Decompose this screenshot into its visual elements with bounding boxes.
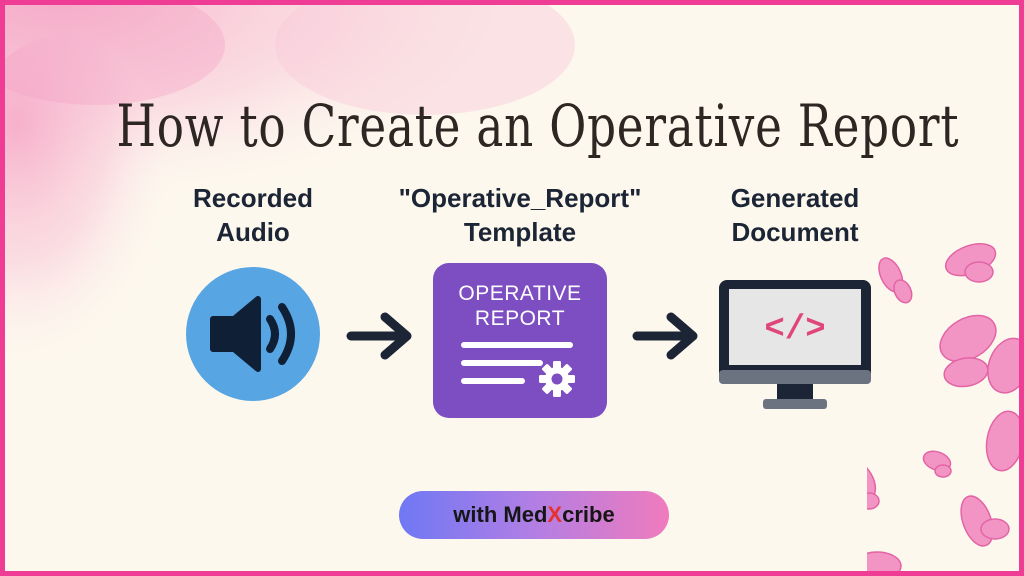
badge-suffix: cribe bbox=[562, 502, 615, 527]
badge-highlight: X bbox=[547, 502, 563, 527]
page-title: How to Create an Operative Report bbox=[116, 91, 960, 160]
step-label-template: "Operative_Report" Template bbox=[398, 183, 642, 247]
badge-prefix: with Med bbox=[453, 502, 548, 527]
step-label-document: Generated Document bbox=[730, 183, 860, 247]
arrow-right-icon bbox=[632, 312, 698, 360]
step-label-audio: Recorded Audio bbox=[193, 183, 313, 247]
speaker-icon bbox=[186, 267, 320, 401]
monitor-code-icon: </> bbox=[719, 280, 871, 409]
template-card-title: OPERATIVE REPORT bbox=[458, 282, 582, 330]
template-icon: OPERATIVE REPORT bbox=[433, 263, 607, 418]
arrow-right-icon bbox=[346, 312, 412, 360]
document-lines bbox=[461, 342, 573, 384]
gear-icon bbox=[539, 361, 575, 397]
code-glyph: </> bbox=[764, 311, 825, 349]
butterfly-decoration bbox=[867, 243, 1019, 571]
